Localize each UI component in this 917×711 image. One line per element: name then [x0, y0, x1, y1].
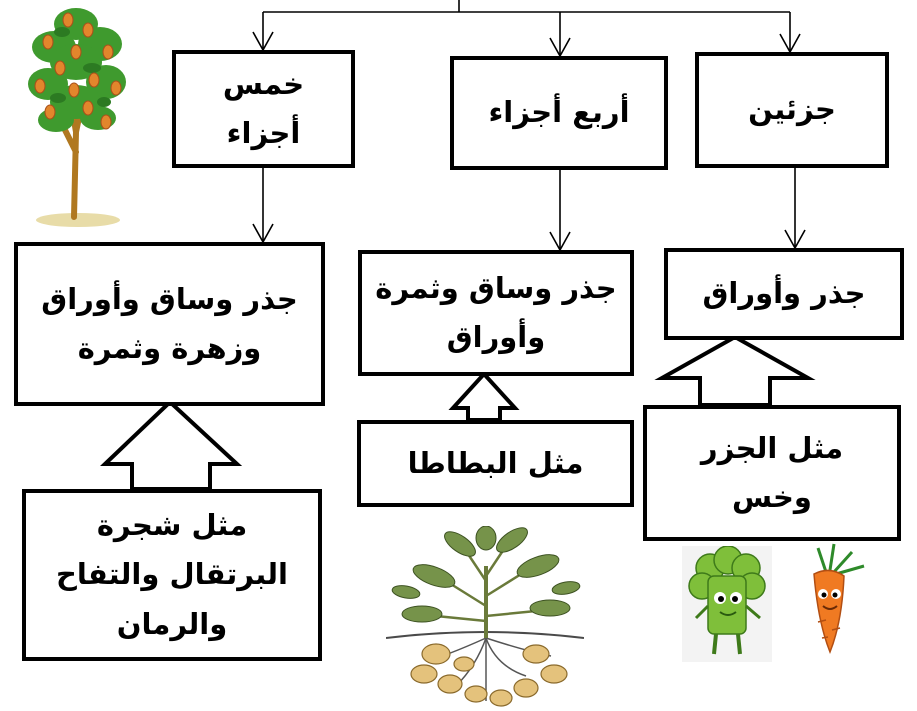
carrot-lettuce-label: مثل الجزر وخس	[700, 430, 844, 514]
five-parts-label: خمس أجزاء	[222, 66, 305, 150]
orange-apple-pomegranate-box: مثل شجرة البرتقال والتفاح والرمان	[22, 489, 322, 661]
carrot-icon	[790, 542, 872, 658]
fruit-tree-icon	[28, 8, 126, 227]
root-stem-fruit-leaves-box: جذر وساق وثمرة وأوراق	[358, 250, 634, 376]
potato-label: مثل البطاطا	[407, 445, 584, 480]
root-leaves-label: جذر وأوراق	[702, 276, 866, 311]
carrot-lettuce-box: مثل الجزر وخس	[643, 405, 901, 541]
four-parts-label: أربع أجزاء	[488, 95, 630, 130]
potato-box: مثل البطاطا	[357, 420, 634, 507]
up-arrow-left	[100, 399, 243, 491]
root-leaves-box: جذر وأوراق	[664, 248, 904, 340]
root-stem-leaves-flower-fruit-box: جذر وساق وأوراق وزهرة وثمرة	[14, 242, 325, 406]
orange-apple-pomegranate-label: مثل شجرة البرتقال والتفاح والرمان	[56, 508, 288, 641]
two-parts-label: جزئين	[748, 92, 836, 127]
two-parts-box: جزئين	[695, 52, 889, 168]
root-stem-fruit-leaves-label: جذر وساق وثمرة وأوراق	[375, 270, 617, 354]
root-stem-leaves-flower-fruit-label: جذر وساق وأوراق وزهرة وثمرة	[41, 281, 298, 365]
up-arrow-right	[654, 334, 816, 407]
potato-plant-icon	[386, 526, 584, 708]
lettuce-icon	[682, 546, 772, 662]
up-arrow-middle	[448, 371, 520, 422]
five-parts-box: خمس أجزاء	[172, 50, 355, 168]
four-parts-box: أربع أجزاء	[450, 56, 668, 170]
